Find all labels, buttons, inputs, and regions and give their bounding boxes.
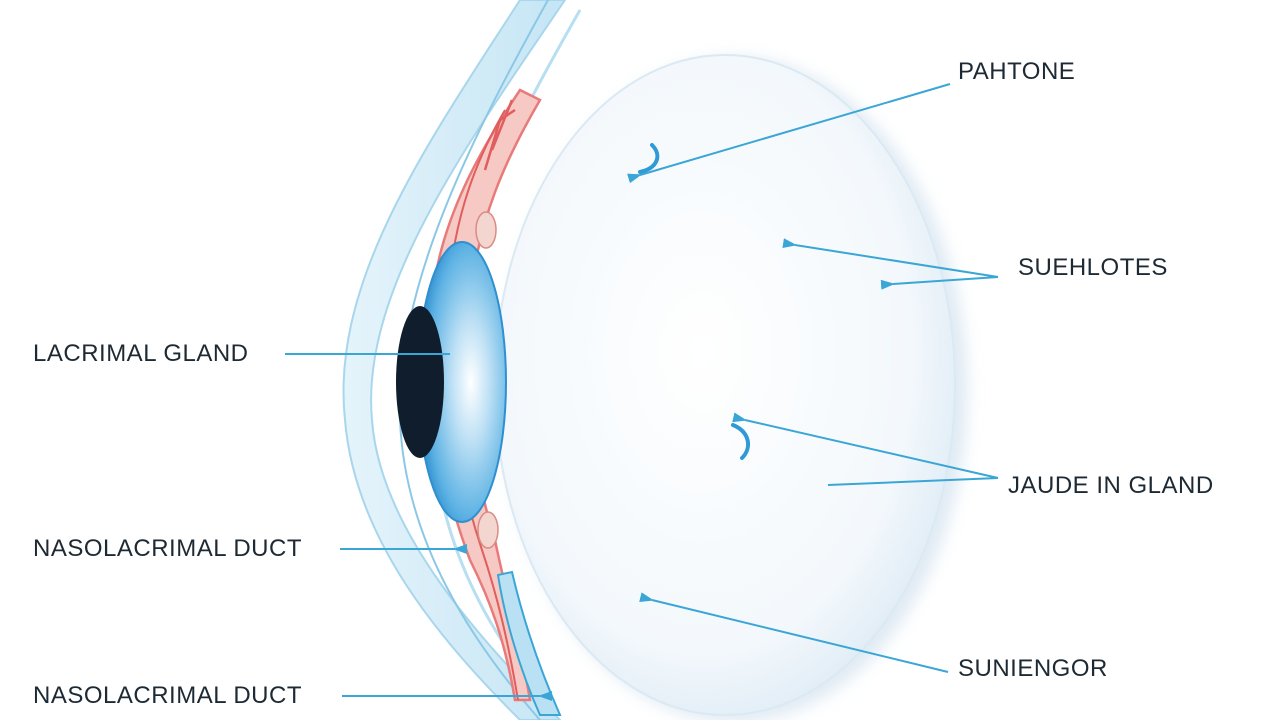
leader-line-parhtone <box>627 83 951 184</box>
leader-line-suniengor <box>639 592 949 673</box>
eyeball <box>494 54 956 716</box>
leader-lines <box>285 83 999 701</box>
mark-top-icon <box>638 143 660 174</box>
leader-line-suehlotes-b <box>880 276 999 290</box>
label-nasolacrimal-duct-upper: NASOLACRIMAL DUCT <box>33 535 302 562</box>
label-pahtone: PAHTONE <box>958 58 1076 85</box>
label-suniengor: SUNIENGOR <box>958 655 1108 682</box>
leader-line-jaude-a <box>732 412 999 479</box>
label-nasolacrimal-duct-lower: NASOLACRIMAL DUCT <box>33 682 302 709</box>
gland-node-bottom <box>477 511 499 549</box>
label-suehlotes: SUEHLOTES <box>1018 254 1168 281</box>
leader-line-jaude-b <box>827 477 999 486</box>
mark-middle-icon <box>731 423 751 460</box>
leader-line-suehlotes-a <box>782 238 999 278</box>
gland-node-top <box>475 211 497 249</box>
pupil <box>396 306 444 458</box>
nasolacrimal-duct-tube <box>496 570 562 716</box>
label-jaude-in-gland: JAUDE IN GLAND <box>1008 472 1214 499</box>
vessel-branch-top <box>483 99 516 171</box>
label-lacrimal-gland: LACRIMAL GLAND <box>33 340 249 367</box>
